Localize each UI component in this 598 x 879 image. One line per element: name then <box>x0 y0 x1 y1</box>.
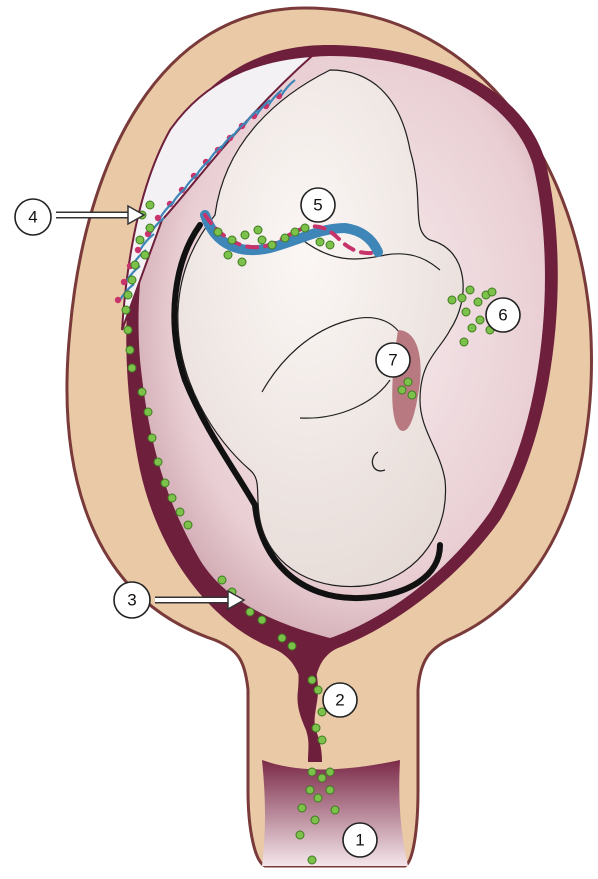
bacterium <box>124 291 132 299</box>
bacterium <box>168 494 176 502</box>
bacterium <box>138 388 146 396</box>
bacterium <box>318 736 326 744</box>
bacterium <box>288 642 296 650</box>
bacterium <box>126 346 134 354</box>
bacterium <box>136 236 144 244</box>
bacterium <box>326 786 334 794</box>
callout-6: 6 <box>486 298 520 332</box>
bacterium <box>154 458 162 466</box>
bacterium <box>148 434 156 442</box>
callout-5-label: 5 <box>313 196 322 215</box>
bacterium <box>146 224 154 232</box>
bacterium <box>258 236 266 244</box>
callout-4-label: 4 <box>28 208 37 227</box>
callout-5: 5 <box>301 188 335 222</box>
bacterium <box>128 276 136 284</box>
bacterium <box>241 231 249 239</box>
bacterium <box>308 856 316 864</box>
callout-3-label: 3 <box>127 591 136 610</box>
bacterium <box>144 408 152 416</box>
callout-7-label: 7 <box>388 351 397 370</box>
bacterium <box>278 634 286 642</box>
bacterium <box>218 576 226 584</box>
bacterium <box>296 831 304 839</box>
bacterium <box>122 306 130 314</box>
villus-tip <box>121 279 127 285</box>
bacterium <box>306 786 314 794</box>
villus-tip <box>135 247 141 253</box>
bacterium <box>308 676 316 684</box>
bacterium <box>448 296 456 304</box>
bacterium <box>488 288 496 296</box>
bacterium <box>246 608 254 616</box>
bacterium <box>291 228 299 236</box>
bacterium <box>462 308 470 316</box>
bacterium <box>326 768 334 776</box>
callout-1-label: 1 <box>355 831 364 850</box>
bacterium <box>298 804 306 812</box>
bacterium <box>301 224 309 232</box>
bacterium <box>238 258 246 266</box>
bacterium <box>146 201 154 209</box>
bacterium <box>214 228 222 236</box>
bacterium <box>141 251 149 259</box>
bacterium <box>128 364 136 372</box>
bacterium <box>131 261 139 269</box>
bacterium <box>184 521 192 529</box>
bacterium <box>161 479 169 487</box>
bacterium <box>468 324 476 332</box>
bacterium <box>268 241 276 249</box>
bacterium <box>314 794 322 802</box>
callout-7: 7 <box>376 343 410 377</box>
callout-6-label: 6 <box>498 306 507 325</box>
bacterium <box>460 338 468 346</box>
bacterium <box>331 806 339 814</box>
callout-2: 2 <box>323 683 357 717</box>
bacterium <box>176 508 184 516</box>
bacterium <box>318 774 326 782</box>
bacterium <box>228 236 236 244</box>
villus-tip <box>115 297 121 303</box>
callout-4: 4 <box>15 199 51 235</box>
bacterium <box>404 378 412 386</box>
bacterium <box>311 816 319 824</box>
callout-3: 3 <box>114 582 150 618</box>
bacterium <box>466 286 474 294</box>
bacterium <box>398 386 406 394</box>
bacterium <box>314 686 322 694</box>
bacterium <box>308 768 316 776</box>
callout-2-label: 2 <box>335 691 344 710</box>
bacterium <box>124 326 132 334</box>
bacterium <box>326 241 334 249</box>
bacterium <box>476 316 484 324</box>
bacterium <box>312 724 320 732</box>
bacterium <box>258 616 266 624</box>
callout-1: 1 <box>343 823 377 857</box>
bacterium <box>254 226 262 234</box>
bacterium <box>224 251 232 259</box>
bacterium <box>458 294 466 302</box>
bacterium <box>316 238 324 246</box>
bacterium <box>408 391 416 399</box>
bacterium <box>281 234 289 242</box>
bacterium <box>474 298 482 306</box>
